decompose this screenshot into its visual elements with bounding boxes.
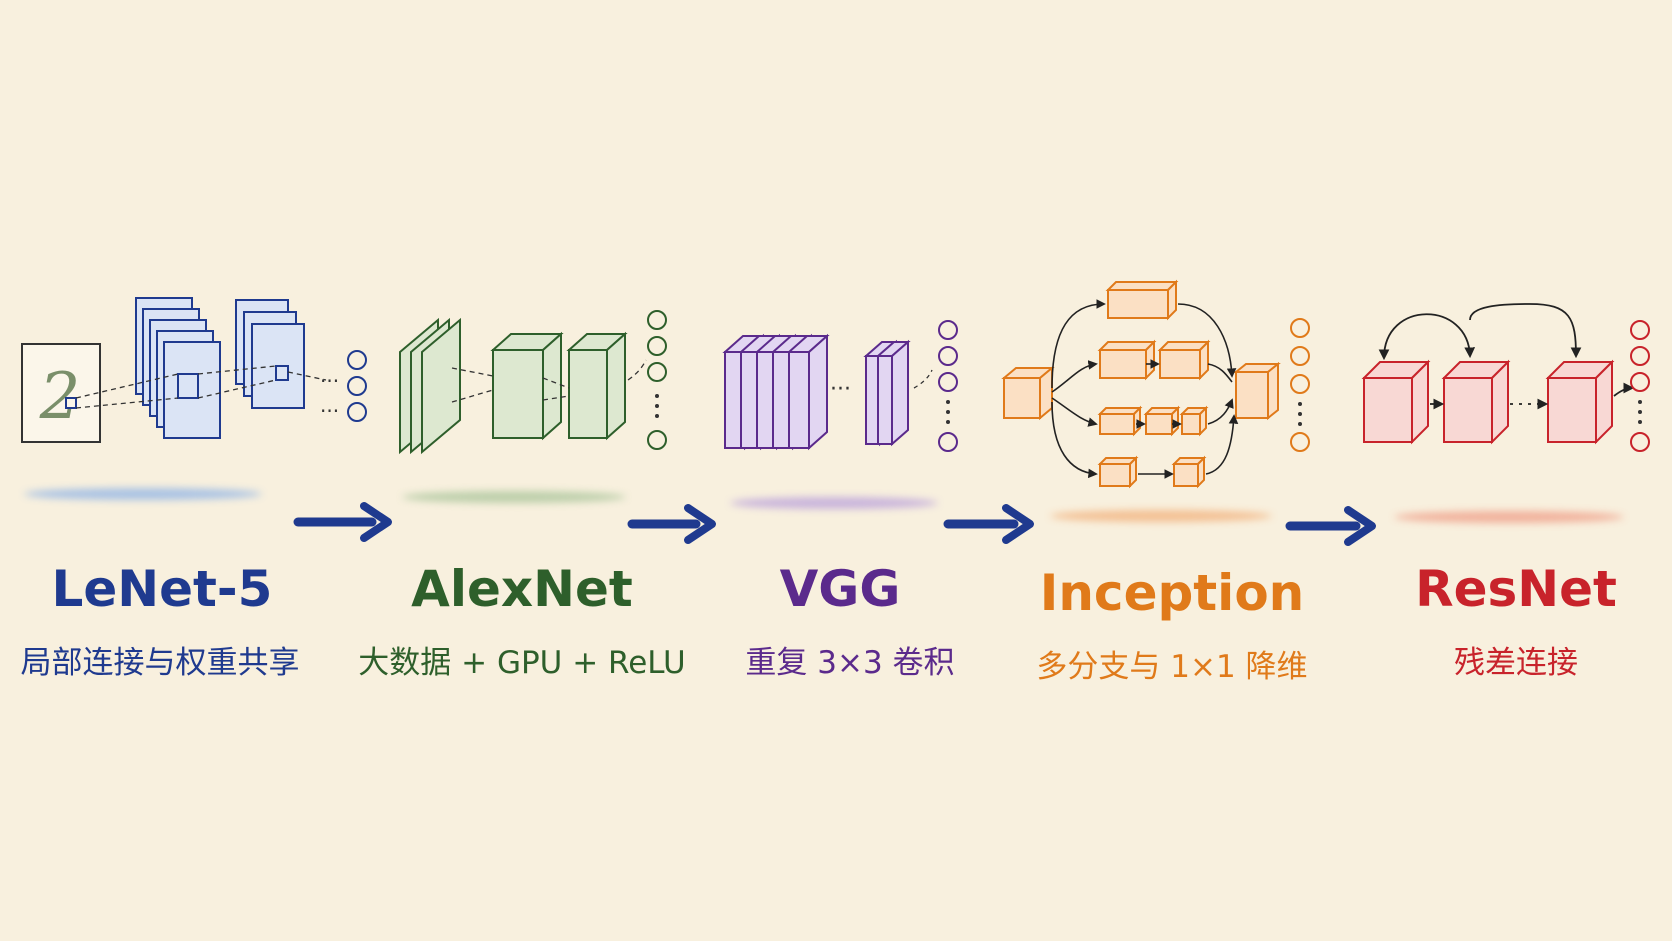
- neuron-icon: [1290, 374, 1310, 394]
- resnet-neurons: [1630, 320, 1650, 452]
- neuron-icon: [1630, 320, 1650, 340]
- neuron-icon: [938, 432, 958, 452]
- stage-title-resnet: ResNet: [1415, 560, 1617, 618]
- alexnet-drawing: [399, 310, 667, 455]
- crayon-smears: [24, 488, 1624, 523]
- vgg-neurons: [938, 320, 958, 452]
- alexnet-neurons: [647, 310, 667, 450]
- inception-drawing: [1001, 279, 1310, 489]
- lenet-dashes: [75, 365, 327, 409]
- neuron-icon: [647, 362, 667, 382]
- lenet-neurons: [347, 350, 367, 422]
- dots: ···: [320, 369, 339, 393]
- neuron-icon: [1290, 318, 1310, 338]
- feature-maps-2: [235, 299, 305, 409]
- smear-inception: [1050, 510, 1272, 522]
- arrow-right-icon: [293, 502, 392, 542]
- alexnet-cube-1: [490, 331, 564, 441]
- neuron-icon: [647, 310, 667, 330]
- resnet-cube-3: [1545, 359, 1615, 445]
- alexnet-cube-2: [566, 331, 628, 441]
- lenet-drawing: 2: [21, 297, 367, 443]
- stage-subtitle-resnet: 残差连接: [1454, 645, 1578, 681]
- resnet-drawing: [1361, 303, 1650, 452]
- neuron-icon: [1630, 432, 1650, 452]
- neuron-icon: [938, 372, 958, 392]
- smear-vgg: [730, 497, 938, 509]
- dots: ···: [830, 377, 851, 402]
- neuron-icon: [347, 402, 367, 422]
- arrow-right-icon: [627, 504, 716, 544]
- stage-title-alexnet: AlexNet: [411, 560, 633, 618]
- alexnet-dashes: [451, 359, 647, 403]
- neuron-icon: [938, 320, 958, 340]
- vgg-drawing: ···: [722, 320, 958, 452]
- resnet-cube-2: [1441, 359, 1511, 445]
- inception-branch-2: [1097, 339, 1211, 381]
- arrow-right-icon: [943, 504, 1034, 544]
- neuron-icon: [1630, 372, 1650, 392]
- smear-alexnet: [402, 491, 626, 503]
- transition-arrows: [293, 502, 1376, 546]
- vgg-block-1: [722, 333, 830, 451]
- neuron-icon: [647, 336, 667, 356]
- neuron-icon: [347, 350, 367, 370]
- inception-branch-4: [1097, 455, 1207, 489]
- alexnet-conv-slabs: [399, 317, 461, 455]
- neuron-icon: [647, 430, 667, 450]
- inception-flow-lines: [1051, 299, 1239, 479]
- stage-subtitle-inception: 多分支与 1×1 降维: [1036, 649, 1308, 685]
- vgg-block-2: [863, 339, 911, 447]
- neuron-icon: [347, 376, 367, 396]
- inception-branch-1: [1105, 279, 1179, 321]
- neuron-icon: [1290, 432, 1310, 452]
- input-image: 2: [21, 343, 101, 443]
- stage-title-lenet: LeNet-5: [51, 560, 273, 618]
- resnet-skip-connections: [1378, 303, 1635, 410]
- neuron-icon: [1290, 346, 1310, 366]
- neuron-icon: [1630, 346, 1650, 366]
- smear-resnet: [1394, 511, 1624, 523]
- stage-title-vgg: VGG: [779, 560, 901, 618]
- feature-maps-1: [135, 297, 221, 439]
- inception-neurons: [1290, 318, 1310, 452]
- stage-subtitle-alexnet: 大数据 + GPU + ReLU: [358, 645, 686, 681]
- inception-output-cube: [1233, 361, 1281, 421]
- neuron-icon: [938, 346, 958, 366]
- stage-subtitle-lenet: 局部连接与权重共享: [20, 645, 300, 681]
- smear-lenet: [24, 488, 262, 500]
- inception-branch-3: [1097, 405, 1209, 437]
- inception-input-cube: [1001, 365, 1055, 421]
- resnet-cube-1: [1361, 359, 1431, 445]
- dots: ···: [320, 399, 339, 423]
- arrow-right-icon: [1285, 506, 1376, 546]
- stage-title-inception: Inception: [1039, 564, 1305, 622]
- stage-subtitle-vgg: 重复 3×3 卷积: [745, 645, 955, 681]
